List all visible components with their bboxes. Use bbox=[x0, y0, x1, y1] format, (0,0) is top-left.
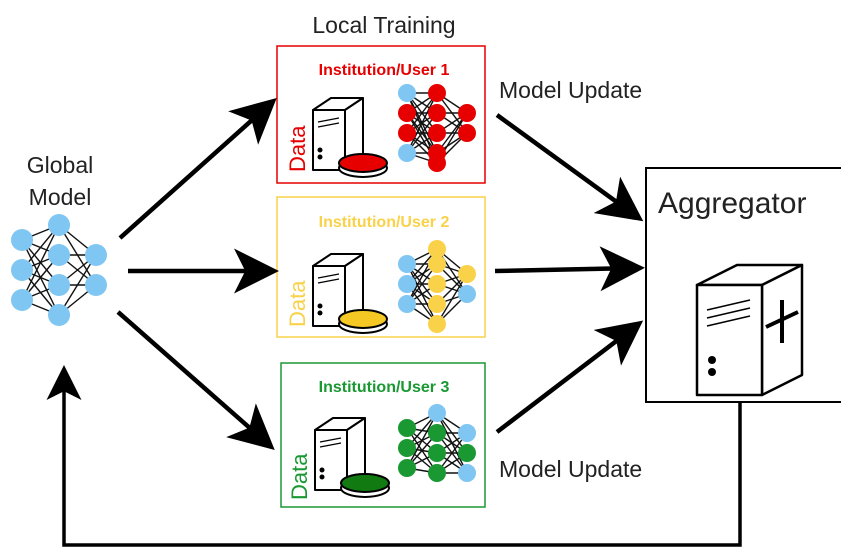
server-plus-icon bbox=[695, 263, 804, 397]
institution-2-title: Institution/User 2 bbox=[319, 214, 450, 231]
arrow-aggregator-to-global-model bbox=[46, 365, 742, 547]
arrow-institution-1-to-aggregator bbox=[495, 113, 644, 222]
institution-1-box: Institution/User 1 Data bbox=[276, 45, 486, 184]
institution-3-title: Institution/User 3 bbox=[319, 379, 450, 396]
aggregator-box: Aggregator bbox=[645, 167, 841, 403]
neural-network-icon bbox=[398, 240, 476, 333]
global-model-label-line1: Global bbox=[27, 152, 93, 178]
neural-network-icon bbox=[398, 404, 476, 482]
server-icon bbox=[312, 97, 388, 178]
institution-2-box: Institution/User 2 Data bbox=[276, 196, 486, 338]
arrow-global-to-institution-3 bbox=[116, 310, 275, 450]
institution-3-data-label: Data bbox=[287, 453, 312, 500]
institution-1-title: Institution/User 1 bbox=[319, 62, 450, 79]
local-training-label: Local Training bbox=[312, 12, 455, 38]
server-icon bbox=[312, 253, 388, 334]
arrow-global-to-institution-1 bbox=[118, 98, 277, 240]
institution-3-box: Institution/User 3 Data bbox=[280, 362, 486, 508]
neural-network-icon bbox=[398, 84, 476, 172]
arrow-institution-3-to-aggregator bbox=[495, 320, 644, 434]
model-update-label-top: Model Update bbox=[499, 77, 642, 103]
global-model-network-icon bbox=[11, 214, 107, 326]
arrow-institution-2-to-aggregator bbox=[494, 246, 645, 292]
institution-1-data-label: Data bbox=[285, 125, 310, 172]
model-update-label-bottom: Model Update bbox=[499, 456, 642, 482]
server-icon bbox=[314, 417, 390, 498]
aggregator-label: Aggregator bbox=[658, 187, 806, 220]
institution-2-data-label: Data bbox=[285, 280, 310, 327]
global-model-label-line2: Model bbox=[29, 184, 92, 210]
